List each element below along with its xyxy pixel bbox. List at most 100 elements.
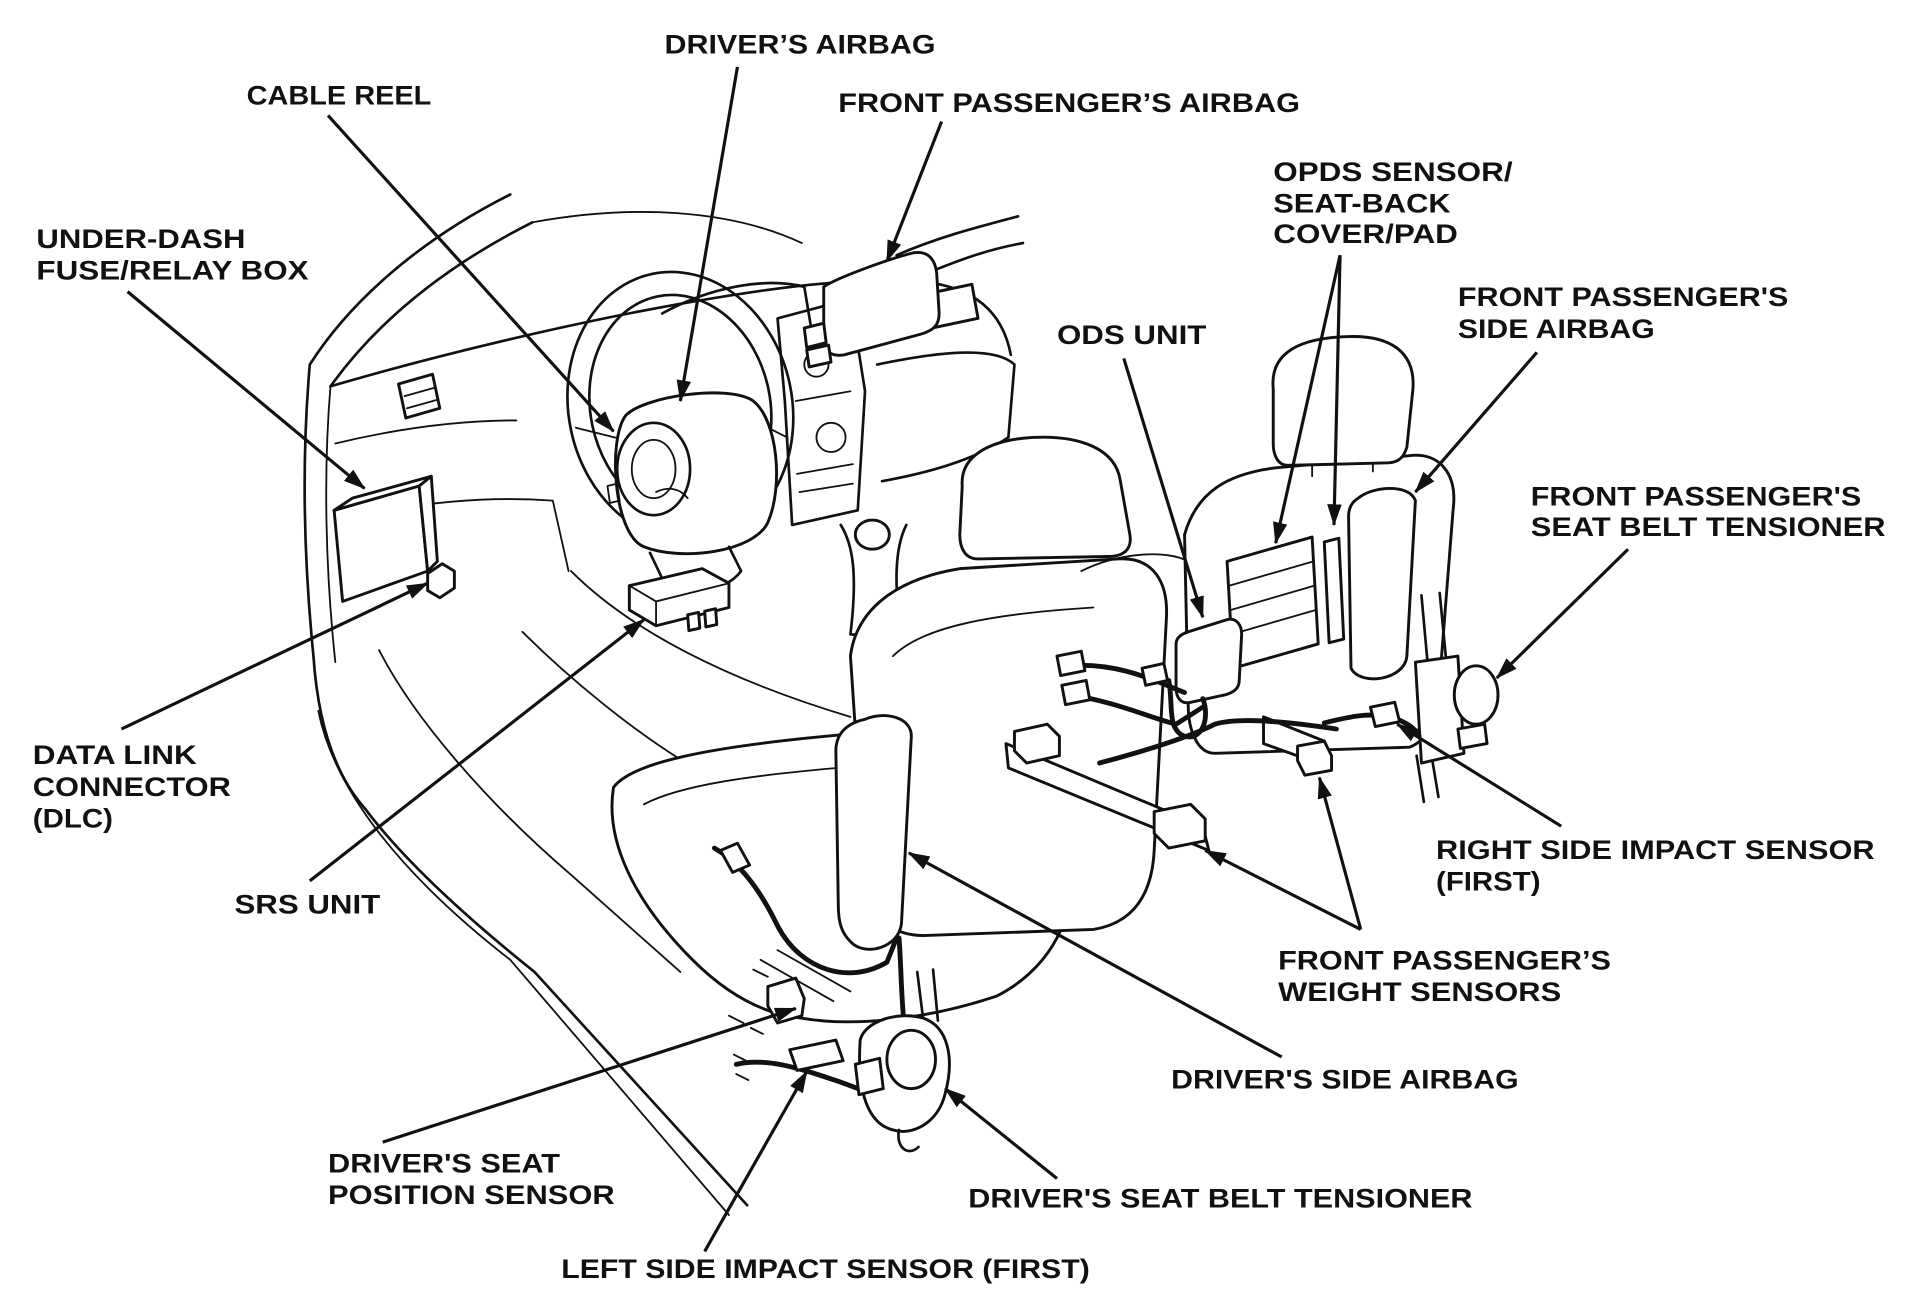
label-line: FRONT PASSENGER’S <box>1278 946 1611 976</box>
drivers-belt-strap <box>915 968 940 1022</box>
label-line: SEAT-BACK <box>1273 189 1451 219</box>
srs-unit-connector-2 <box>703 607 719 629</box>
a-pillar-inner <box>329 221 534 388</box>
dash-components <box>332 250 941 633</box>
center-stack-knob-lower <box>815 421 847 453</box>
weight-sensor-rear-left <box>1152 802 1207 850</box>
car-body-outline <box>303 193 1025 1216</box>
label-line: RIGHT SIDE IMPACT SENSOR <box>1436 835 1875 865</box>
passengers-seat-headrest <box>1271 335 1415 467</box>
floor-mat-line <box>521 630 682 761</box>
label-drivers-seat-position-sensor: DRIVER'S SEAT POSITION SENSOR <box>328 1148 615 1210</box>
left-side-impact-sensor <box>788 1038 845 1072</box>
label-opds-sensor: OPDS SENSOR/ SEAT-BACK COVER/PAD <box>1273 157 1513 249</box>
leader-left-side-impact-sensor <box>703 1070 809 1253</box>
leader-drivers-seat-belt-tensioner <box>944 1087 1058 1180</box>
label-line: CONNECTOR <box>33 772 231 802</box>
label-drivers-seat-belt-tensioner: DRIVER'S SEAT BELT TENSIONER <box>968 1184 1472 1214</box>
label-line: FRONT PASSENGER'S <box>1531 481 1861 511</box>
leader-weight-sensor-right <box>1317 776 1363 930</box>
leader-lines <box>120 66 1630 1253</box>
harness-connector-3 <box>1140 661 1169 687</box>
drivers-seat-cushion-seam <box>642 766 840 806</box>
label-drivers-side-airbag: DRIVER'S SIDE AIRBAG <box>1171 1065 1518 1095</box>
cable-reel-inner <box>630 438 677 500</box>
label-line: WEIGHT SENSORS <box>1278 977 1561 1007</box>
label-front-passengers-seat-belt-tensioner: FRONT PASSENGER'S SEAT BELT TENSIONER <box>1531 481 1886 541</box>
drivers-side-airbag <box>834 714 913 951</box>
label-line: POSITION SENSOR <box>328 1180 615 1210</box>
label-data-link-connector: DATA LINK CONNECTOR (DLC) <box>33 740 231 833</box>
label-line: (FIRST) <box>1436 867 1540 897</box>
label-line: (DLC) <box>33 803 113 833</box>
label-line: DATA LINK <box>33 740 198 770</box>
passengers-airbag-connector-2 <box>805 343 833 369</box>
passengers-seat-rails <box>1004 649 1339 852</box>
passengers-tensioner-connector <box>1456 722 1489 750</box>
leader-drivers-airbag <box>676 66 740 403</box>
leader-right-side-impact-sensor <box>1396 722 1563 828</box>
leader-ods-unit <box>1122 357 1205 619</box>
label-line: SEAT BELT TENSIONER <box>1531 512 1886 542</box>
labels: DRIVER’S AIRBAG CABLE REEL FRONT PASSENG… <box>33 30 1886 1285</box>
leader-under-dash-fuse-relay-box <box>126 290 366 490</box>
windshield-right-edge-1 <box>895 214 1020 257</box>
center-floor-line <box>570 570 852 718</box>
drivers-seat-back-seam <box>892 606 1095 658</box>
drivers-side-airbag-connector <box>718 841 752 874</box>
front-passengers-seat-belt-tensioner-assembly <box>1321 591 1500 804</box>
label-ods-unit: ODS UNIT <box>1057 320 1207 350</box>
door-sill-line <box>363 806 749 1207</box>
drivers-airbag-module <box>613 391 778 556</box>
gear-shift-knob <box>853 518 891 551</box>
label-front-passengers-side-airbag: FRONT PASSENGER'S SIDE AIRBAG <box>1458 282 1788 344</box>
leader-drivers-side-airbag <box>907 851 1283 1059</box>
front-passengers-seat <box>1080 335 1456 755</box>
srs-unit-edges <box>628 582 730 627</box>
passengers-tensioner-spool <box>1452 664 1500 726</box>
ods-unit <box>1174 617 1244 705</box>
label-left-side-impact-sensor: LEFT SIDE IMPACT SENSOR (FIRST) <box>561 1254 1089 1284</box>
drivers-tensioner-anchor <box>897 1128 920 1153</box>
harness-connector-1 <box>1055 649 1087 678</box>
leader-drivers-seat-position-sensor <box>382 1006 797 1144</box>
label-line: FUSE/RELAY BOX <box>36 255 308 285</box>
windshield-right-edge-2 <box>934 241 1025 272</box>
floor-line <box>317 709 730 1216</box>
label-drivers-airbag: DRIVER’S AIRBAG <box>665 30 936 60</box>
dashboard-lower-left <box>334 419 518 445</box>
weight-sensor-front-left <box>1013 722 1061 765</box>
leader-weight-sensor-left <box>1204 849 1362 931</box>
leader-srs-unit <box>308 618 645 883</box>
label-under-dash-fuse-relay-box: UNDER-DASH FUSE/RELAY BOX <box>36 224 308 286</box>
weight-sensor-rear-right <box>1296 739 1334 777</box>
instrument-cluster-hood <box>660 281 813 332</box>
windshield-lower-edge <box>531 211 803 244</box>
label-right-side-impact-sensor: RIGHT SIDE IMPACT SENSOR (FIRST) <box>1436 835 1875 897</box>
label-cable-reel: CABLE REEL <box>247 81 432 111</box>
label-front-passengers-weight-sensors: FRONT PASSENGER’S WEIGHT SENSORS <box>1278 946 1611 1008</box>
passengers-airbag-connector-1 <box>802 321 828 349</box>
label-srs-unit: SRS UNIT <box>234 890 381 920</box>
passengers-seat-harness-4 <box>1166 677 1208 740</box>
drivers-seat <box>610 435 1169 1024</box>
leader-data-link-connector <box>120 581 429 731</box>
label-line: SIDE AIRBAG <box>1458 314 1655 344</box>
passengers-seat-harness-3 <box>1097 718 1339 766</box>
cable-reel <box>615 421 692 517</box>
leader-front-passengers-seat-belt-tensioner <box>1495 548 1630 680</box>
front-passengers-seat-belt-tensioner <box>1413 654 1466 765</box>
label-front-passengers-airbag: FRONT PASSENGER’S AIRBAG <box>838 88 1300 118</box>
label-line: FRONT PASSENGER'S <box>1458 282 1788 312</box>
under-dash-fuse-relay-box-side <box>417 474 439 573</box>
drivers-seat-headrest <box>958 435 1132 561</box>
opds-pad-slats <box>1228 560 1317 636</box>
leader-front-passengers-airbag <box>885 120 944 263</box>
a-pillar-outer <box>308 193 512 366</box>
steering-wheel <box>566 270 795 592</box>
right-side-impact-sensor <box>1368 700 1402 729</box>
label-line: COVER/PAD <box>1273 219 1458 249</box>
front-passengers-side-airbag <box>1347 487 1417 681</box>
label-line: OPDS SENSOR/ <box>1273 157 1513 187</box>
